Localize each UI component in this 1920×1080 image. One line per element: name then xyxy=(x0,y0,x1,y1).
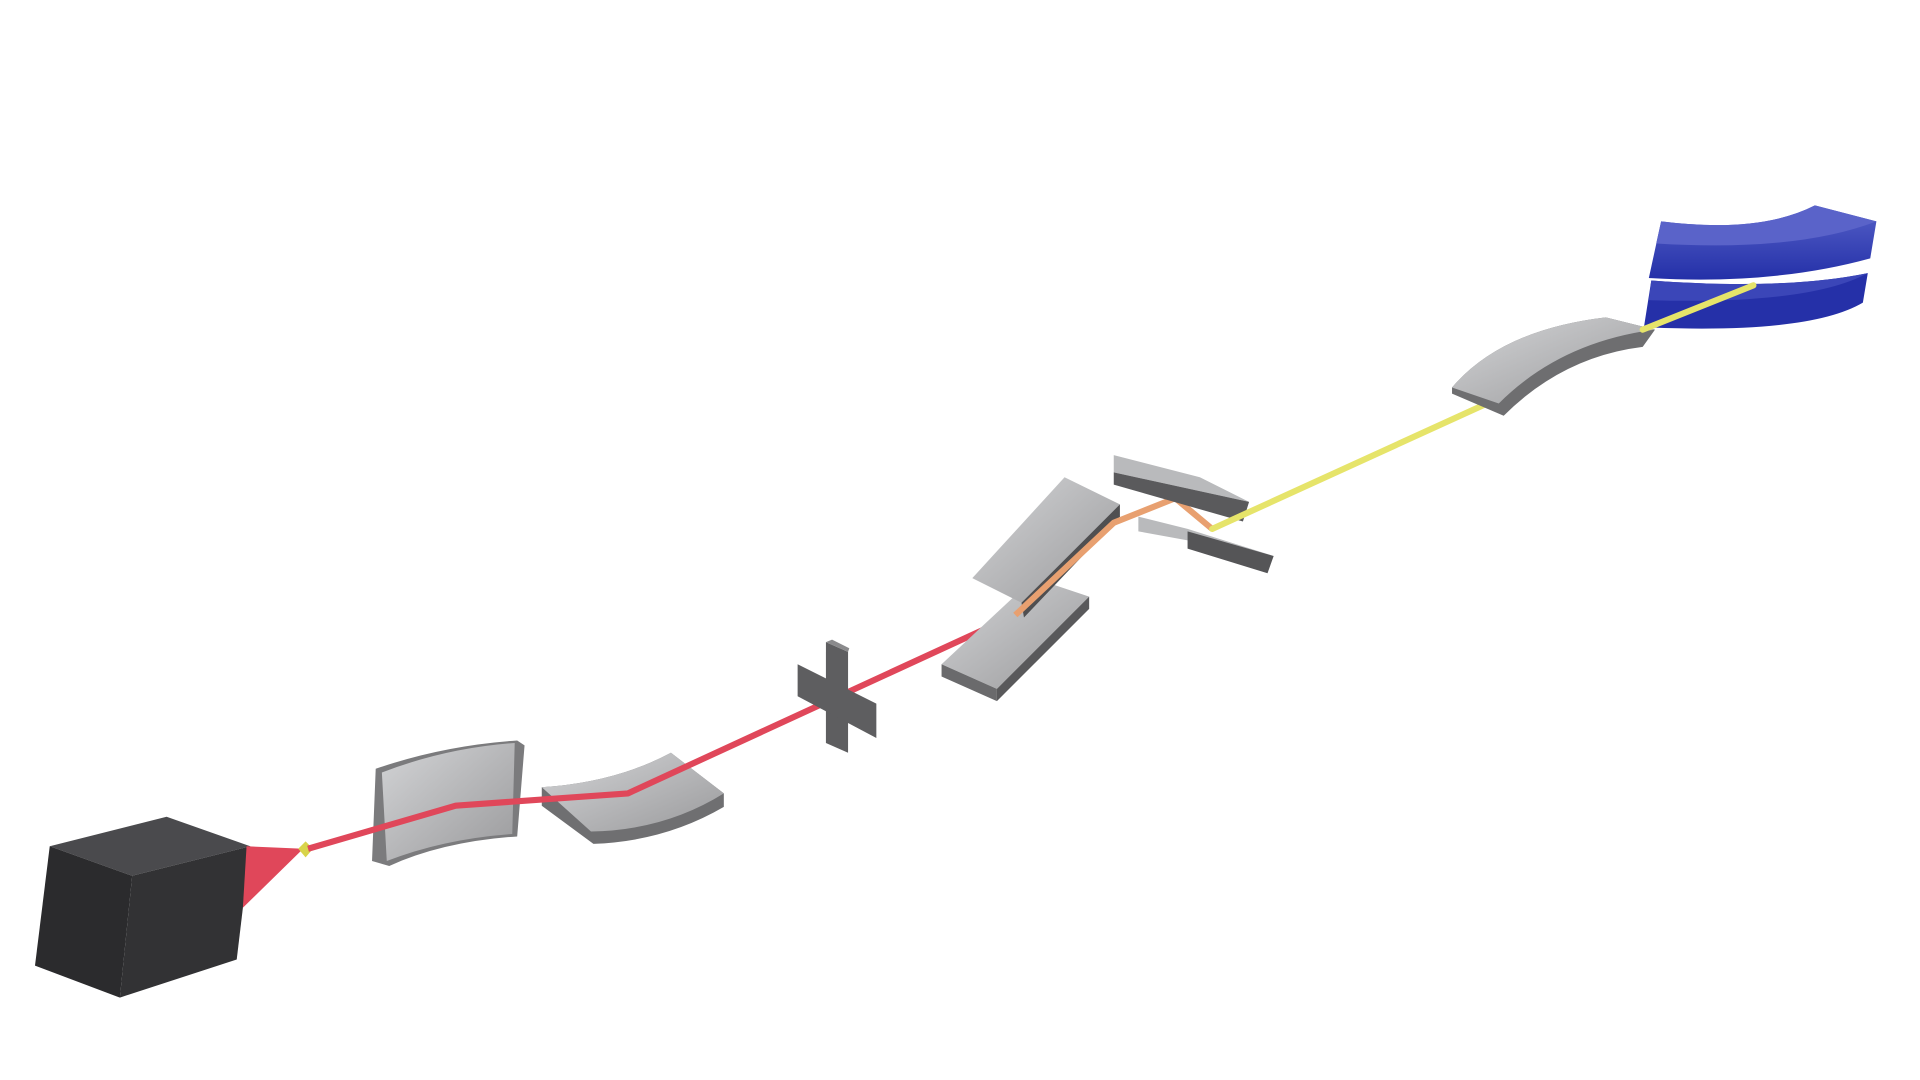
beam-orange xyxy=(1013,495,1215,618)
fold-mirror-lower xyxy=(941,578,1090,702)
prism-upper xyxy=(1113,455,1250,522)
cross-aperture xyxy=(797,639,877,753)
target-electrode-lower xyxy=(1643,273,1868,329)
laser-source-cube xyxy=(34,816,251,998)
focusing-mirror-1 xyxy=(372,740,525,866)
target-electrode-upper xyxy=(1648,205,1877,280)
prism-lower xyxy=(1138,516,1274,574)
laser-cone xyxy=(242,846,304,908)
curved-mirror-3 xyxy=(1452,317,1655,416)
beam-yellow-end xyxy=(1639,282,1757,333)
